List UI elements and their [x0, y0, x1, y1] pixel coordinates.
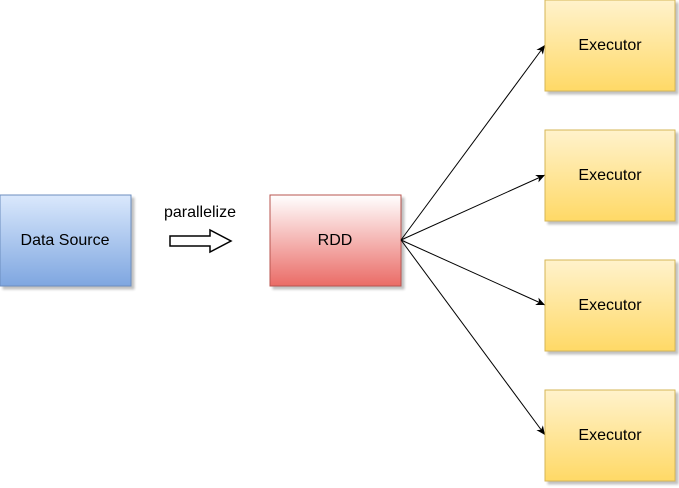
- executor-node-4: Executor: [544, 389, 676, 482]
- executor-label: Executor: [578, 37, 642, 54]
- executor-node-3: Executor: [544, 259, 676, 352]
- edge-rdd-executor-1: [400, 44, 546, 241]
- edge-rdd-executor-3: [400, 239, 546, 306]
- edge-rdd-executor-2: [400, 174, 546, 241]
- data-source-label: Data Source: [21, 232, 110, 249]
- edge-rdd-executor-4: [400, 239, 546, 436]
- rdd-label: RDD: [318, 232, 353, 249]
- executor-node-1: Executor: [544, 0, 676, 92]
- data-source-node: Data Source: [0, 194, 132, 287]
- executor-label: Executor: [578, 167, 642, 184]
- rdd-node: RDD: [269, 194, 402, 287]
- parallelize-arrow-icon: [169, 228, 233, 254]
- executor-node-2: Executor: [544, 129, 676, 222]
- parallelize-label: parallelize: [164, 204, 236, 221]
- executor-label: Executor: [578, 297, 642, 314]
- executor-label: Executor: [578, 427, 642, 444]
